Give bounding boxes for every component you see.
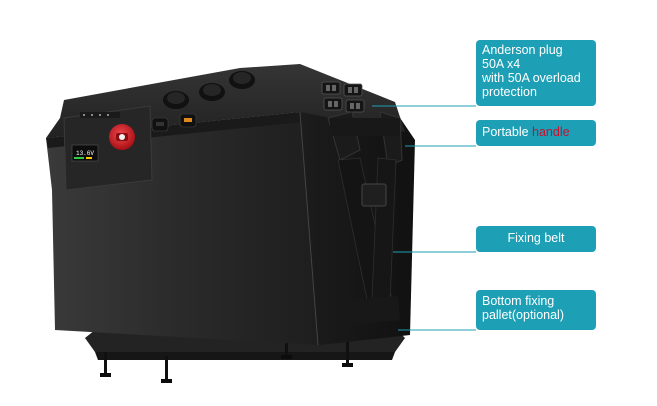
leader-lines — [372, 105, 476, 331]
anderson-plug-icon — [343, 83, 363, 97]
anderson-plug-icon — [323, 97, 343, 111]
mounting-bolt-icon — [100, 352, 111, 377]
callout-bottom-pallet: Bottom fixing pallet(optional) — [476, 290, 596, 330]
callout-fixing-belt: Fixing belt — [476, 226, 596, 252]
round-socket-icon — [163, 91, 189, 109]
round-socket-icon — [199, 83, 225, 101]
callout-anderson-plug: Anderson plug 50A x4 with 50A overload p… — [476, 40, 596, 106]
round-socket-icon — [229, 71, 255, 89]
callout-pallet-line-1: Bottom fixing — [482, 294, 555, 308]
usb-port-icon — [179, 113, 197, 128]
callout-portable-handle: Portable handle — [476, 120, 596, 146]
display-reading: 13.6V — [76, 150, 94, 157]
usb-port-icon — [151, 117, 169, 132]
callout-pallet-line-2: pallet(optional) — [482, 308, 564, 322]
callout-anderson-line-2: 50A x4 — [482, 57, 521, 71]
anderson-plug-group — [321, 81, 365, 113]
callout-anderson-line-3: with 50A overload — [482, 71, 581, 85]
red-rotary-switch-icon — [109, 124, 135, 150]
callout-anderson-line-1: Anderson plug — [482, 43, 563, 57]
mounting-bolt-icon — [281, 336, 292, 359]
anderson-plug-icon — [321, 81, 341, 95]
callout-handle-label: Portable — [482, 125, 533, 139]
anderson-plug-icon — [345, 99, 365, 113]
callout-handle-accent: handle — [532, 125, 570, 139]
callout-anderson-line-4: protection — [482, 85, 537, 99]
portable-handle — [327, 111, 403, 167]
fixing-belt — [337, 157, 400, 326]
control-panel: 13.6V — [63, 105, 197, 191]
callout-belt-label: Fixing belt — [507, 231, 565, 245]
mounting-bolt-icon — [342, 340, 353, 367]
mounting-bolt-icon — [161, 356, 172, 383]
